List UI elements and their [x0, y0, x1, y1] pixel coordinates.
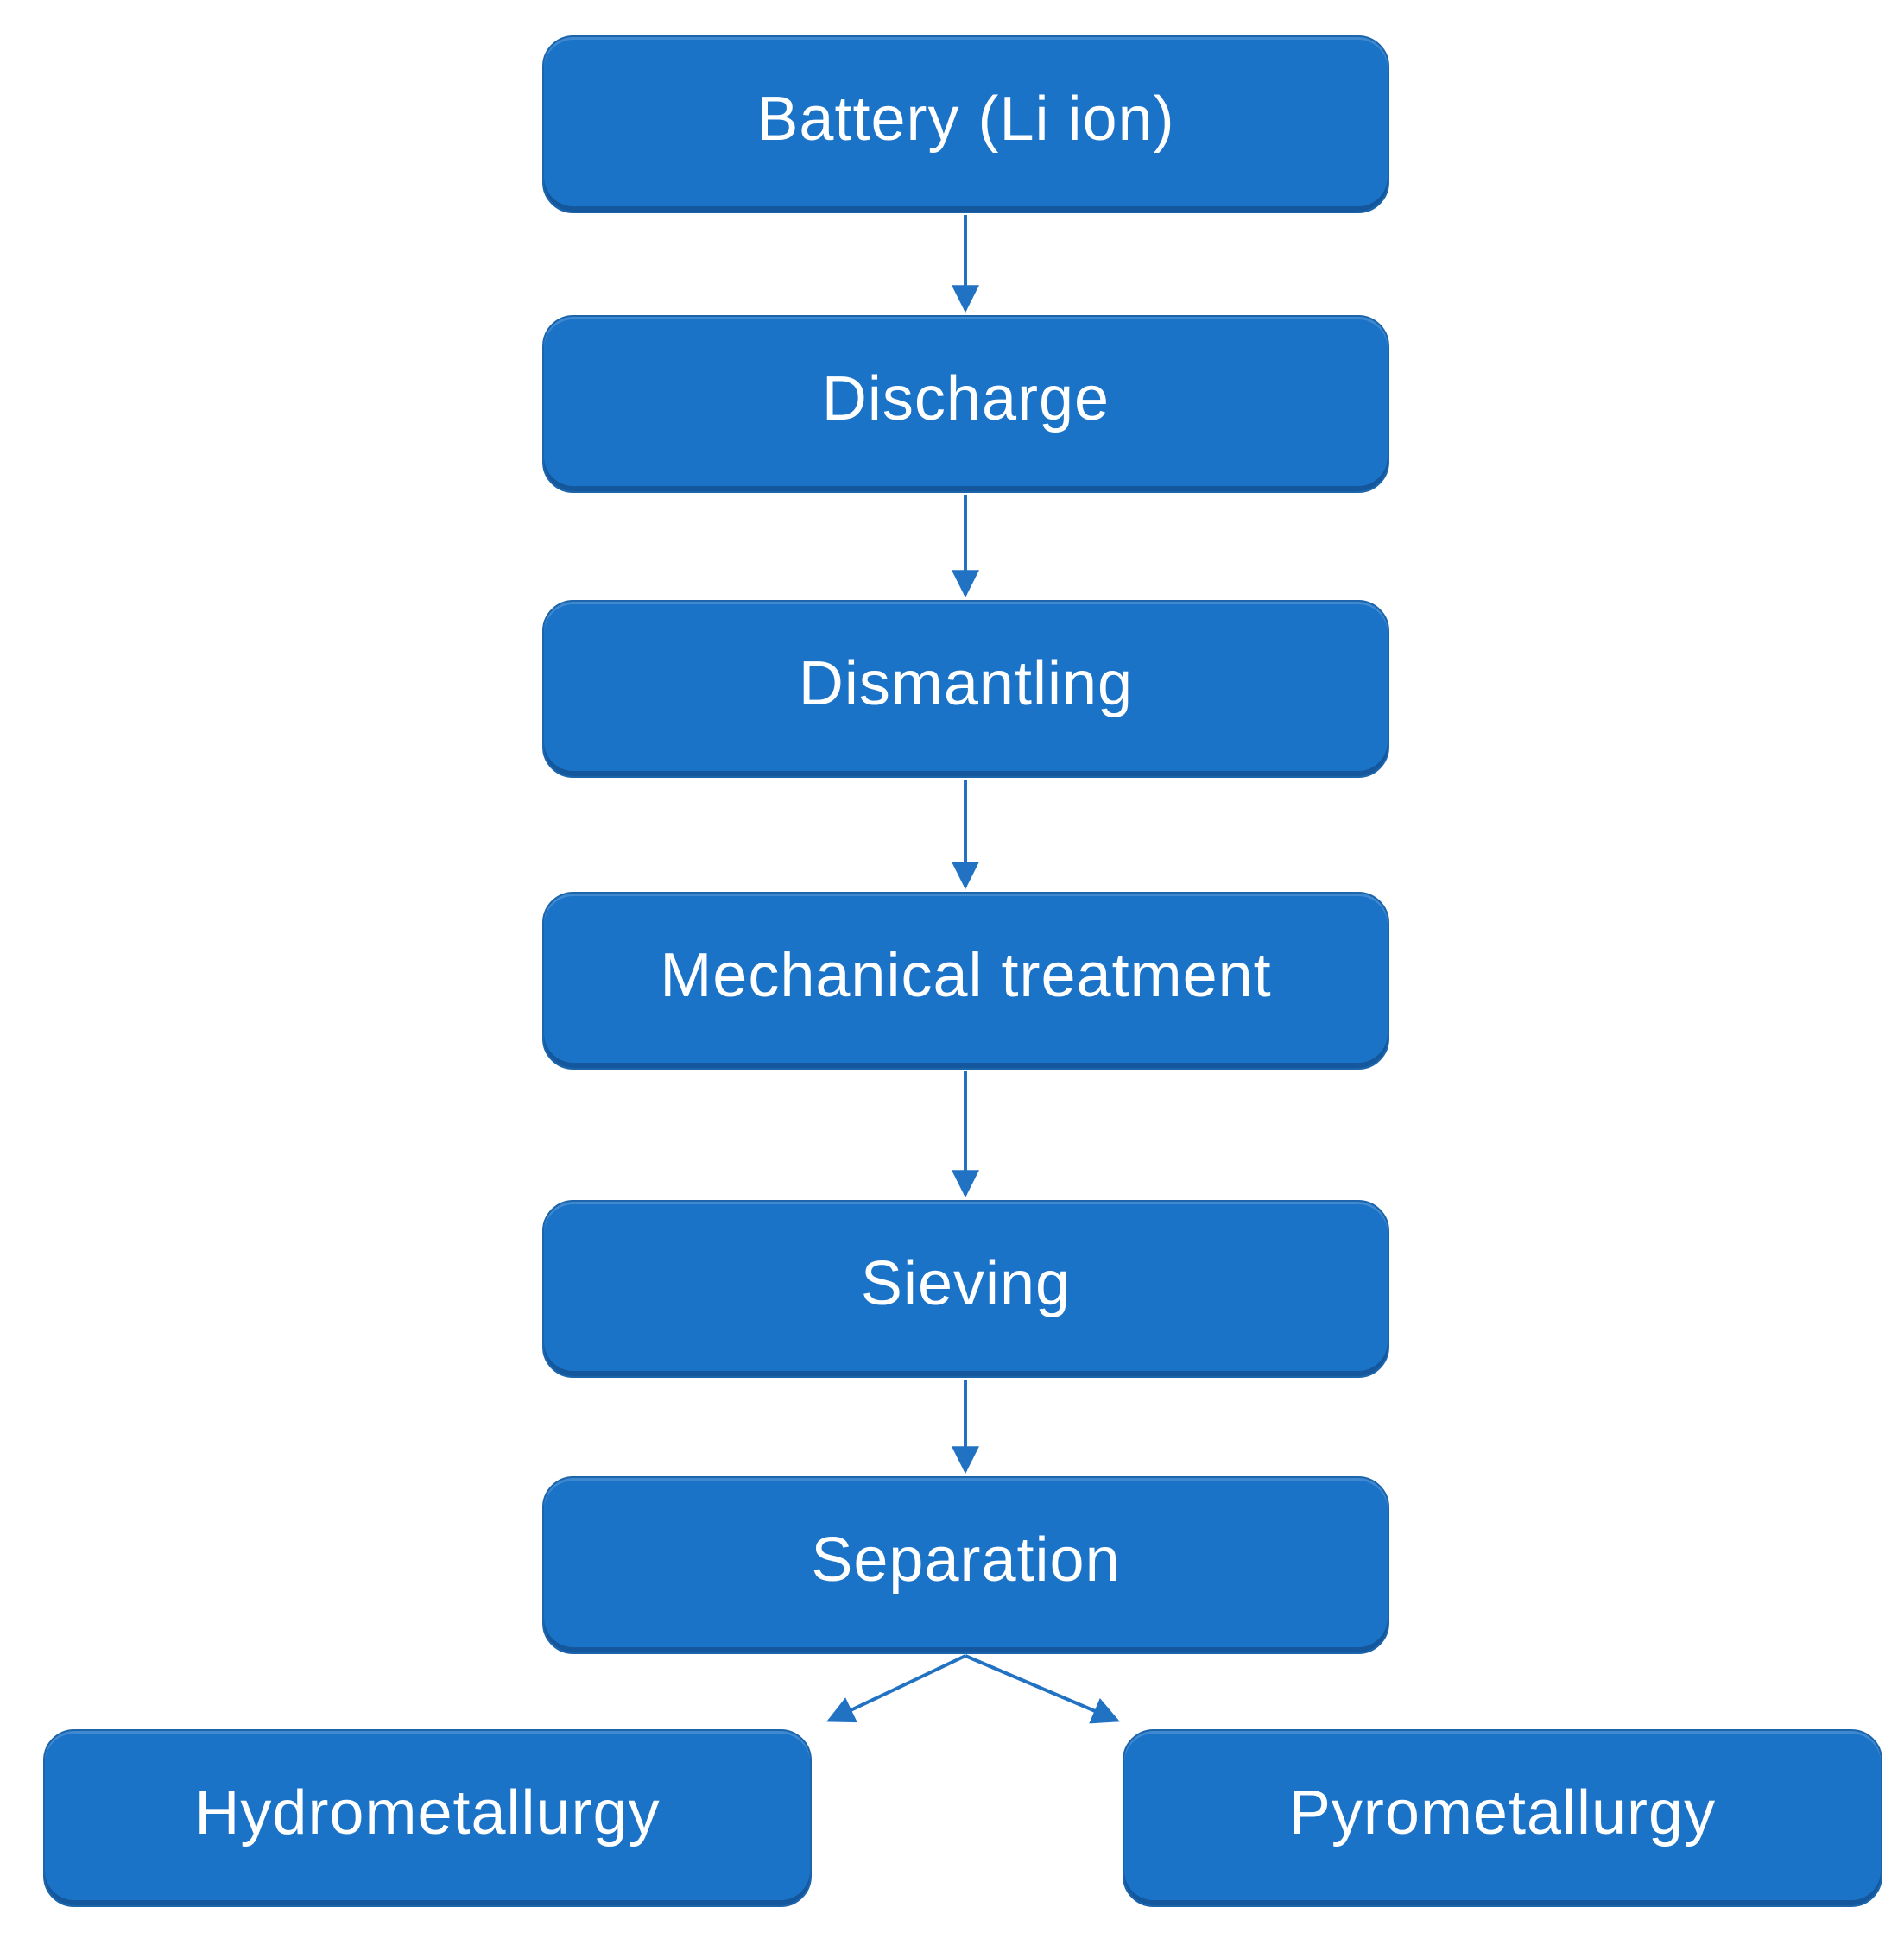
flow-node-discharge: Discharge: [542, 315, 1389, 493]
flow-node-label: Battery (Li ion): [756, 85, 1175, 154]
flow-node-dismantling: Dismantling: [542, 600, 1389, 778]
flow-node-label: Dismantling: [798, 649, 1134, 718]
flow-node-hydrometallurgy: Hydrometallurgy: [43, 1729, 812, 1907]
flow-node-battery: Battery (Li ion): [542, 35, 1389, 213]
flow-node-label: Discharge: [821, 364, 1110, 433]
flow-node-label: Sieving: [860, 1249, 1072, 1318]
flow-node-label: Separation: [811, 1525, 1121, 1595]
flow-node-pyrometallurgy: Pyrometallurgy: [1123, 1729, 1882, 1907]
flow-node-label: Mechanical treatment: [660, 941, 1272, 1010]
flow-node-sieving: Sieving: [542, 1200, 1389, 1378]
arrow-separation-to-hydrometallurgy: [826, 1654, 966, 1723]
arrow-separation-to-pyrometallurgy: [965, 1654, 1120, 1724]
flow-node-label: Pyrometallurgy: [1288, 1778, 1717, 1847]
flow-node-label: Hydrometallurgy: [194, 1778, 661, 1847]
flow-node-mechanical-treatment: Mechanical treatment: [542, 892, 1389, 1070]
flow-node-separation: Separation: [542, 1476, 1389, 1654]
